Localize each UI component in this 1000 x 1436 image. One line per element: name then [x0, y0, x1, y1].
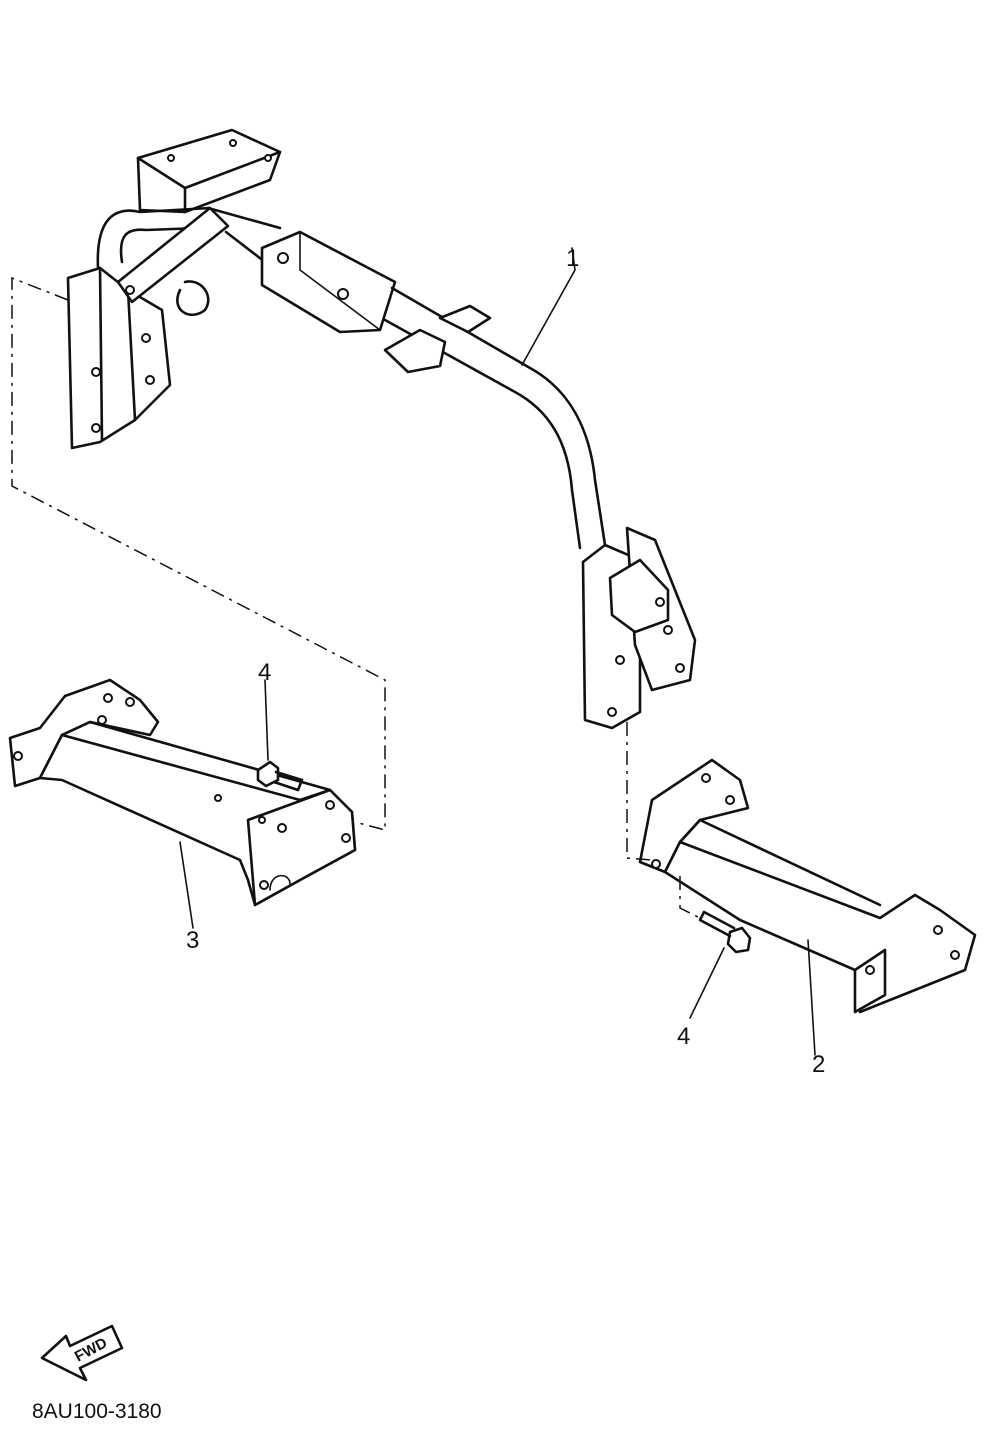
part-4-bolt-right [698, 910, 752, 954]
callout-3: 3 [186, 927, 199, 954]
fwd-arrow-icon: FWD [40, 1324, 124, 1382]
callout-1: 1 [566, 245, 579, 272]
part-4-bolt-left [256, 760, 304, 792]
callout-4-left: 4 [258, 659, 271, 686]
drawing-code: 8AU100-3180 [32, 1400, 162, 1423]
part-3-crossmember [8, 678, 357, 907]
leader-lines [179, 247, 816, 1056]
part-1-frame [66, 128, 697, 730]
callout-2: 2 [812, 1051, 825, 1078]
callout-4-right: 4 [677, 1023, 690, 1050]
alignment-lines [11, 276, 701, 919]
part-2-crossmember [638, 758, 977, 1014]
